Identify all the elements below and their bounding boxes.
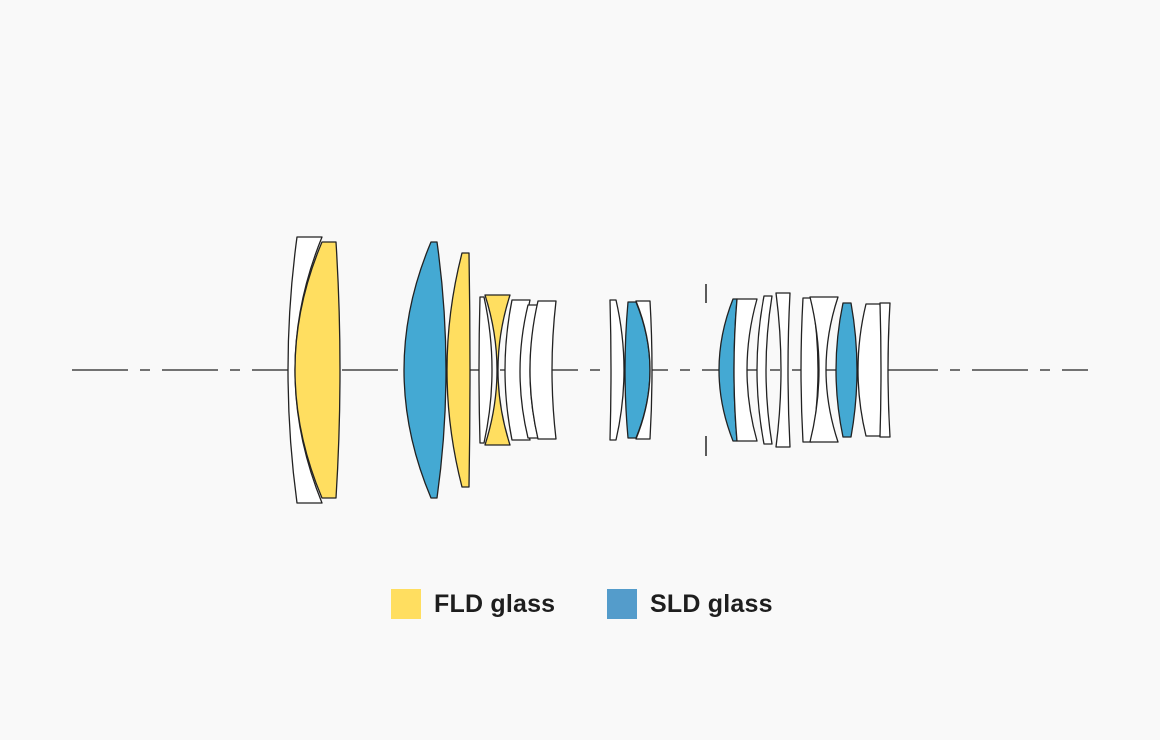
lens-element-15-plain — [756, 295, 773, 445]
lens-element-4-fld — [446, 252, 471, 488]
legend-fld: FLD glass — [391, 589, 555, 619]
lens-element-19-sld — [835, 302, 858, 438]
lens-element-9-plain — [529, 300, 557, 440]
lens-element-20-plain — [857, 303, 883, 437]
fld-swatch — [391, 589, 421, 619]
lens-element-14-plain — [733, 298, 758, 442]
sld-swatch — [607, 589, 637, 619]
sld-label: SLD glass — [650, 589, 773, 618]
lens-element-18-plain — [809, 296, 839, 443]
lens-element-6-fld — [484, 294, 511, 446]
lens-element-5-plain — [478, 296, 493, 444]
lens-element-12-plain — [635, 300, 653, 440]
lens-element-16-plain — [775, 292, 791, 448]
lens-elements — [287, 236, 891, 504]
lens-element-2-fld — [294, 241, 341, 499]
legend-sld: SLD glass — [607, 589, 773, 619]
fld-label: FLD glass — [434, 589, 556, 618]
lens-element-10-plain — [609, 299, 625, 441]
lens-element-3-sld — [403, 241, 447, 499]
lens-element-21-plain — [879, 302, 891, 438]
